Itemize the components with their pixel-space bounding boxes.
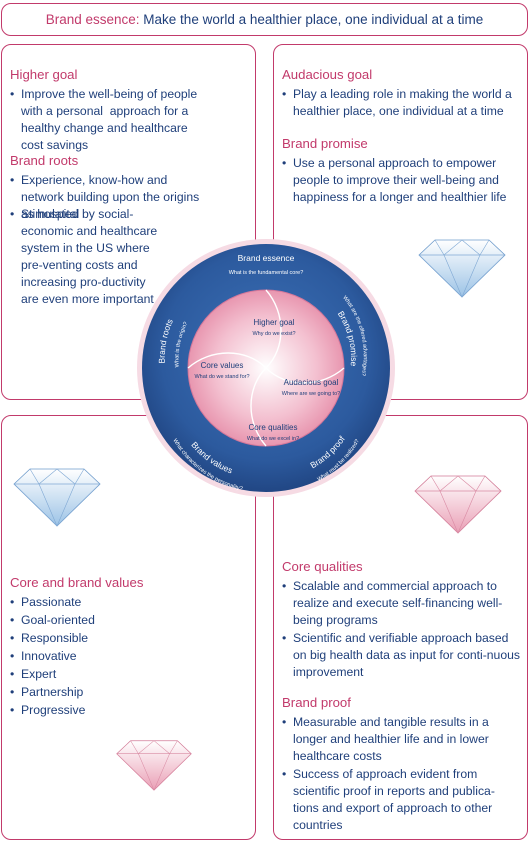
brand-essence-text: Make the world a healthier place, one in… [139,12,484,27]
audacious-goal-list: Play a leading role in making the world … [282,86,520,120]
brand-roots-list-2: Stimulated by social-economic and health… [10,206,210,308]
brand-promise-section: Brand promise Use a personal approach to… [282,135,520,207]
list-item: Stimulated by social-economic and health… [10,206,210,308]
inner-core-values-question: What do we stand for? [194,374,249,380]
core-qualities-list: Scalable and commercial approach to real… [282,578,520,681]
diamond-pink-icon [414,475,502,534]
list-item: Responsible [10,630,210,647]
inner-core-qualities-question: What do we excel in? [247,436,299,442]
list-item: Innovative [10,648,210,665]
audacious-goal-section: Audacious goal Play a leading role in ma… [282,66,520,121]
list-item: Progressive [10,702,210,719]
swirl-divider [265,367,345,384]
swirl-divider [250,367,267,447]
core-brand-values-title: Core and brand values [10,575,144,590]
list-item: Expert [10,666,210,683]
diamond-blue-icon [418,239,506,298]
list-item: Use a personal approach to empower peopl… [282,155,520,206]
list-item: Improve the well-being of people with a … [10,86,210,154]
audacious-goal-title: Audacious goal [282,67,373,82]
inner-audacious-goal-label: Audacious goal [284,378,339,387]
inner-core-qualities-label: Core qualities [249,423,298,432]
list-item: Goal-oriented [10,612,210,629]
brand-roots-item-text: Stimulated by social-economic and health… [21,207,158,306]
swirl-divider [265,289,282,369]
higher-goal-list: Improve the well-being of people with a … [10,86,210,154]
list-item: Scientific and verifiable approach based… [282,630,520,681]
core-qualities-title: Core qualities [282,559,363,574]
brand-promise-list: Use a personal approach to empower peopl… [282,155,520,206]
brand-essence-banner: Brand essence: Make the world a healthie… [1,3,528,36]
higher-goal-section: Higher goal Improve the well-being of pe… [10,66,210,155]
inner-higher-goal-label: Higher goal [254,318,295,327]
list-item: Scalable and commercial approach to real… [282,578,520,629]
brand-promise-title: Brand promise [282,136,368,151]
list-item: Play a leading role in making the world … [282,86,520,120]
brand-proof-title: Brand proof [282,695,351,710]
higher-goal-title: Higher goal [10,67,78,82]
list-item: Success of approach evident from scienti… [282,766,520,834]
swirl-divider [187,352,267,369]
core-brand-values-section: Core and brand values Passionate Goal-or… [10,574,210,720]
list-item: Passionate [10,594,210,611]
brand-proof-section: Brand proof Measurable and tangible resu… [282,694,520,835]
diamond-blue-icon [13,468,101,527]
brand-wheel: Brand essence What is the fundamental co… [137,239,395,497]
inner-audacious-goal-question: Where are we going to? [282,391,340,397]
outer-essence-label: Brand essence [238,253,295,263]
brand-proof-list: Measurable and tangible results in a lon… [282,714,520,834]
core-qualities-section: Core qualities Scalable and commercial a… [282,558,520,682]
inner-core-values-label: Core values [201,361,244,370]
core-brand-values-list: Passionate Goal-oriented Responsible Inn… [10,594,210,719]
list-item: Partnership [10,684,210,701]
brand-roots-section-2: Stimulated by social-economic and health… [10,206,210,309]
outer-essence-question: What is the fundamental core? [229,270,304,276]
list-item: Measurable and tangible results in a lon… [282,714,520,765]
brand-roots-title: Brand roots [10,153,79,168]
diamond-pink-icon [116,740,192,791]
brand-essence-label: Brand essence: [45,12,140,27]
inner-higher-goal-question: Why do we exist? [252,331,295,337]
